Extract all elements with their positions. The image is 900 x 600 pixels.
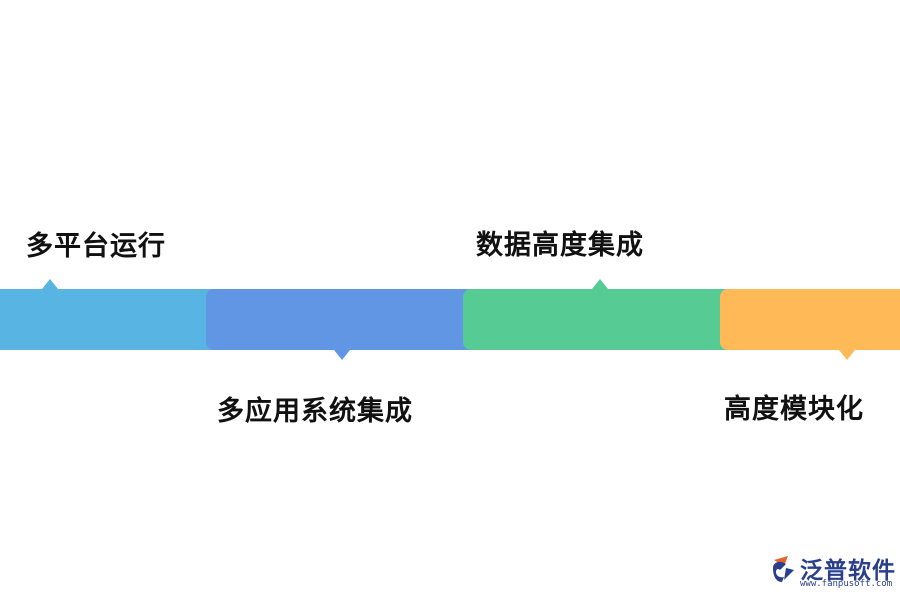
step-pointer-2 <box>334 350 350 360</box>
step-segment-4 <box>720 289 900 360</box>
step-segment-1 <box>0 279 220 350</box>
step-label-4: 高度模块化 <box>724 394 864 425</box>
step-segment-2 <box>206 289 478 360</box>
step-segment-3 <box>463 279 735 350</box>
timeline-bar <box>0 279 900 360</box>
step-pointer-3 <box>592 279 608 289</box>
brand-url: www.fanpusoft.com <box>800 579 893 589</box>
step-pointer-1 <box>42 279 58 289</box>
brand-mark-icon <box>773 556 794 582</box>
step-label-1: 多平台运行 <box>26 231 166 262</box>
step-label-3: 数据高度集成 <box>476 230 644 261</box>
brand-name: 泛普软件 <box>800 558 896 584</box>
step-label-2: 多应用系统集成 <box>217 396 413 427</box>
brand-logo: 泛普软件 www.fanpusoft.com <box>770 551 895 591</box>
step-pointer-4 <box>839 350 855 360</box>
